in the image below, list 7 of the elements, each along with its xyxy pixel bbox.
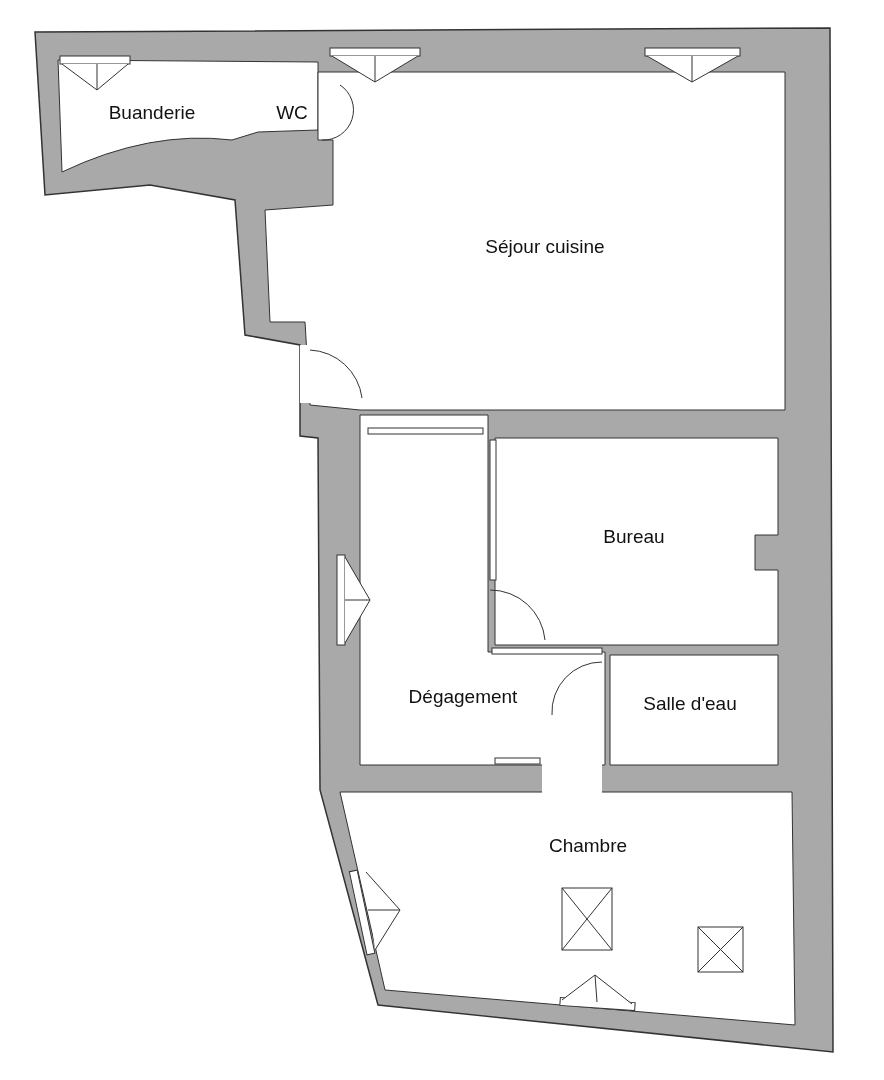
room-label: Buanderie xyxy=(108,102,196,124)
room-label: Salle d'eau xyxy=(643,693,737,715)
room-label: Bureau xyxy=(603,526,665,548)
room-label: Chambre xyxy=(548,835,628,857)
room-label: Séjour cuisine xyxy=(485,236,605,258)
room-label: Dégagement xyxy=(408,686,518,708)
room-label: WC xyxy=(276,102,308,124)
